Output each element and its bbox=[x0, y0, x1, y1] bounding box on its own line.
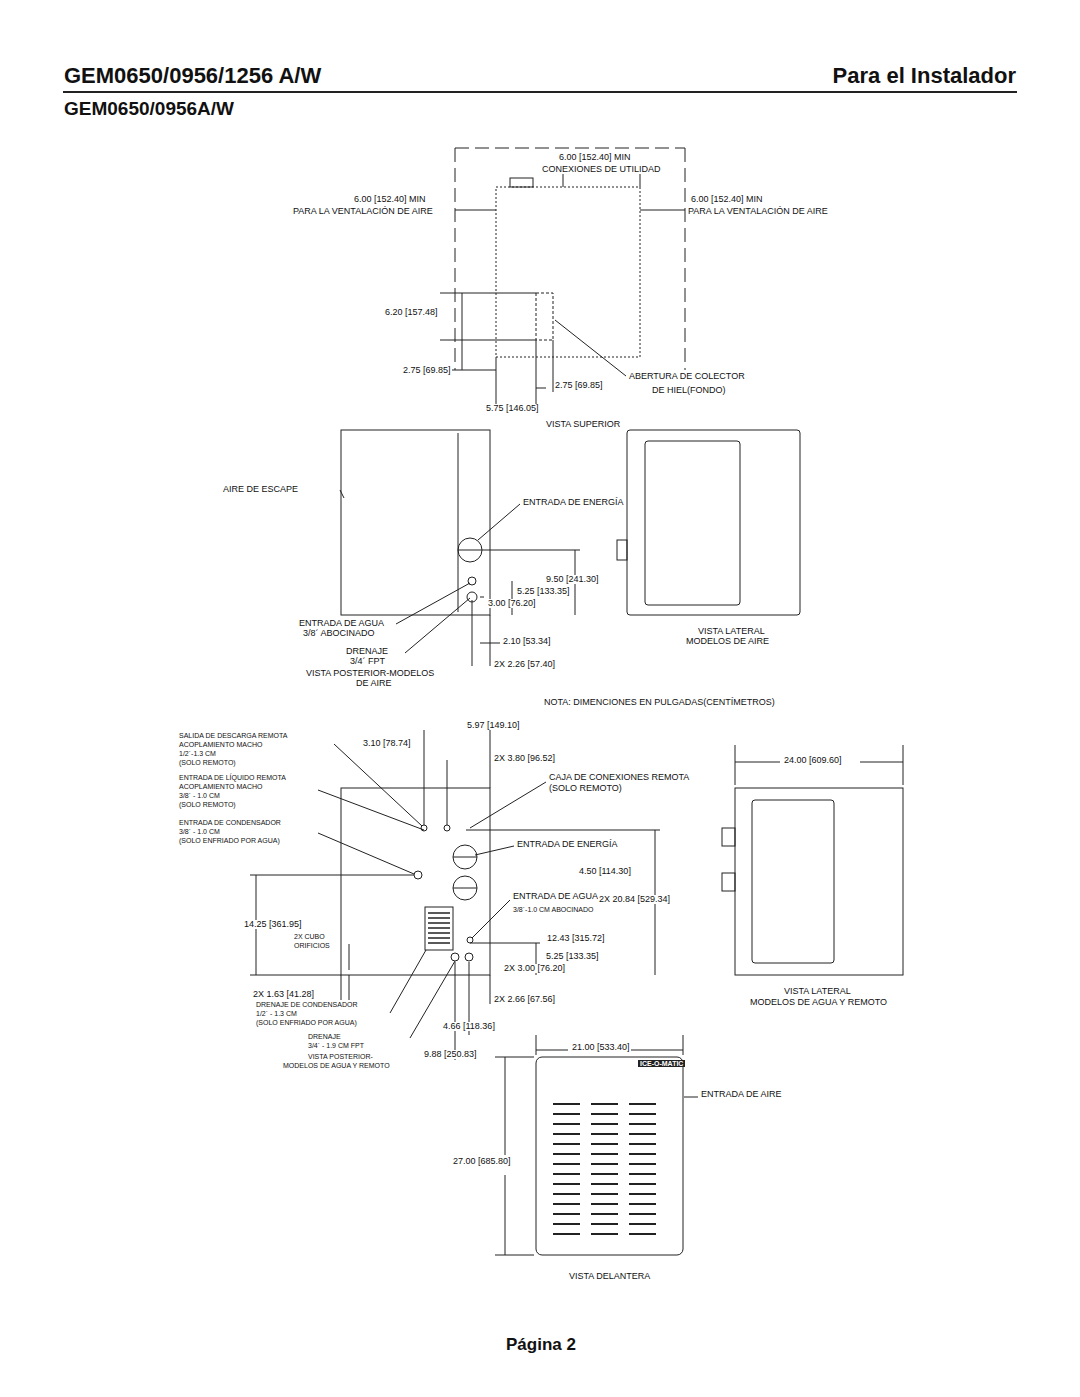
dimension-label: 3.10 [78.74] bbox=[362, 739, 412, 748]
dimension-label: 6.00 [152.40] MIN bbox=[353, 195, 427, 204]
header-text: Para el Instalador bbox=[832, 64, 1017, 87]
callout-label: (SOLO ENFRIADO POR AGUA) bbox=[255, 1019, 358, 1026]
callout-label: DE AIRE bbox=[355, 679, 393, 688]
dimension-label: 14.25 [361.95] bbox=[243, 920, 303, 929]
header-rule bbox=[63, 91, 1017, 93]
callout-label: PARA LA VENTALACIÓN DE AIRE bbox=[292, 207, 434, 216]
callout-label: ENTRADA DE AGUA bbox=[298, 619, 385, 628]
dimension-label: 6.00 [152.40] MIN bbox=[558, 153, 632, 162]
callout-label: 3/8´ ABOCINADO bbox=[302, 629, 376, 638]
callout-label: ENTRADA DE ENERGÍA bbox=[522, 498, 625, 507]
callout-label: MODELOS DE AGUA Y REMOTO bbox=[749, 998, 888, 1007]
callout-label: ENTRADA DE AIRE bbox=[700, 1090, 783, 1099]
dimension-label: 21.00 [533.40] bbox=[571, 1043, 631, 1052]
side-view-water bbox=[722, 745, 903, 975]
callout-label: ENTRADA DE ENERGÍA bbox=[516, 840, 619, 849]
callout-label: VISTA LATERAL bbox=[697, 627, 766, 636]
dimension-label: 5.97 [149.10] bbox=[466, 721, 521, 730]
callout-label: (SOLO ENFRIADO POR AGUA) bbox=[178, 837, 281, 844]
dimension-label: 2X 2.26 [57.40] bbox=[493, 660, 556, 669]
callout-label: 3/4´ FPT bbox=[349, 657, 386, 666]
callout-label: PARA LA VENTALACIÓN DE AIRE bbox=[687, 207, 829, 216]
callout-label: 2X CUBO bbox=[293, 933, 326, 940]
callout-label: ORIFICIOS bbox=[293, 942, 331, 949]
callout-label: (SOLO REMOTO) bbox=[548, 784, 623, 793]
rear-view-air bbox=[340, 430, 580, 666]
callout-label: VISTA SUPERIOR bbox=[545, 420, 621, 429]
callout-label: VISTA POSTERIOR- bbox=[307, 1053, 374, 1060]
dimension-label: 2X 3.80 [96.52] bbox=[493, 754, 556, 763]
front-view bbox=[495, 1035, 698, 1255]
callout-label: SALIDA DE DESCARGA REMOTA bbox=[178, 732, 288, 739]
callout-label: ENTRADA DE LÍQUIDO REMOTA bbox=[178, 774, 287, 781]
callout-label: ACOPLAMIENTO MACHO bbox=[178, 741, 264, 748]
page-title: GEM0650/0956/1256 A/W bbox=[63, 64, 322, 87]
header-text: GEM0650/0956A/W bbox=[63, 99, 235, 119]
dimension-label: 12.43 [315.72] bbox=[546, 934, 606, 943]
dimension-label: 9.50 [241.30] bbox=[545, 575, 600, 584]
callout-label: 1/2´-1.3 CM bbox=[178, 750, 217, 757]
dimension-label: 2.75 [69.85] bbox=[402, 366, 452, 375]
callout-label: 3/8´ - 1.0 CM bbox=[178, 792, 221, 799]
callout-label: ENTRADA DE CONDENSADOR bbox=[178, 819, 282, 826]
side-view-air bbox=[617, 430, 800, 615]
dimension-label: 2X 2.66 [67.56] bbox=[493, 995, 556, 1004]
callout-label: DE HIEL(FONDO) bbox=[651, 386, 727, 395]
dimension-label: 5.25 [133.35] bbox=[545, 952, 600, 961]
dimension-label: 27.00 [685.80] bbox=[452, 1157, 512, 1166]
callout-label: AIRE DE ESCAPE bbox=[222, 485, 299, 494]
callout-label: ENTRADA DE AGUA bbox=[512, 892, 599, 901]
callout-label: (SOLO REMOTO) bbox=[178, 801, 237, 808]
dimension-label: 24.00 [609.60] bbox=[783, 756, 843, 765]
callout-label: NOTA: DIMENCIONES EN PULGADAS(CENTÍMETRO… bbox=[543, 698, 776, 707]
dimension-label: 2X 20.84 [529.34] bbox=[598, 895, 671, 904]
dimension-label: 9.88 [250.83] bbox=[423, 1050, 478, 1059]
dimension-label: 5.25 [133.35] bbox=[516, 587, 571, 596]
callout-label: MODELOS DE AGUA Y REMOTO bbox=[282, 1062, 391, 1069]
callout-label: 3/8´ - 1.0 CM bbox=[178, 828, 221, 835]
brand-badge: ICE-O-MATIC bbox=[638, 1060, 685, 1067]
dimension-label: 3.00 [76.20] bbox=[487, 599, 537, 608]
callout-label: (SOLO REMOTO) bbox=[178, 759, 237, 766]
callout-label: DRENAJE bbox=[345, 647, 389, 656]
callout-label: ABERTURA DE COLECTOR bbox=[628, 372, 746, 381]
callout-label: DRENAJE DE CONDENSADOR bbox=[255, 1001, 359, 1008]
dimension-label: 4.66 [118.36] bbox=[442, 1022, 496, 1031]
callout-label: ACOPLAMIENTO MACHO bbox=[178, 783, 264, 790]
dimension-label: 6.00 [152.40] MIN bbox=[690, 195, 764, 204]
dimension-label: 6.20 [157.48] bbox=[384, 308, 439, 317]
callout-label: VISTA DELANTERA bbox=[568, 1272, 651, 1281]
callout-label: CAJA DE CONEXIONES REMOTA bbox=[548, 773, 690, 782]
dimension-label: 2.75 [69.85] bbox=[554, 381, 604, 390]
dimension-label: 2.10 [53.34] bbox=[502, 637, 552, 646]
dimension-label: 5.75 [146.05] bbox=[485, 404, 540, 413]
dimension-label: 2X 1.63 [41.28] bbox=[252, 990, 315, 999]
callout-label: 1/2´ - 1.3 CM bbox=[255, 1010, 298, 1017]
callout-label: MODELOS DE AIRE bbox=[685, 637, 770, 646]
dimension-label: 2X 3.00 [76.20] bbox=[503, 964, 566, 973]
callout-label: VISTA LATERAL bbox=[783, 987, 852, 996]
header-text: Página 2 bbox=[505, 1336, 577, 1354]
callout-label: VISTA POSTERIOR-MODELOS bbox=[305, 669, 435, 678]
callout-label: 3/8´-1.0 CM ABOCINADO bbox=[512, 906, 595, 913]
dimension-label: 4.50 [114.30] bbox=[578, 867, 632, 876]
callout-label: DRENAJE bbox=[307, 1033, 342, 1040]
callout-label: 3/4´ - 1.9 CM FPT bbox=[307, 1042, 365, 1049]
callout-label: CONEXIONES DE UTILIDAD bbox=[541, 165, 662, 174]
